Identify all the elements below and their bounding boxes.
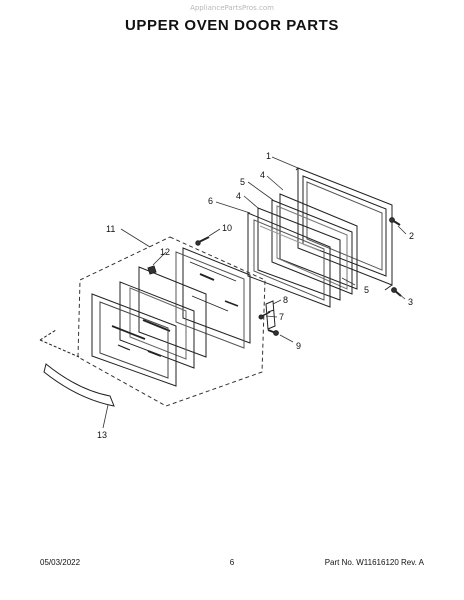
part-9-screw (267, 329, 279, 336)
page-title: UPPER OVEN DOOR PARTS (124, 17, 340, 34)
leader-lines (102, 156, 407, 429)
callout-6: 6 (208, 196, 213, 206)
callout-7: 7 (279, 312, 284, 322)
part-10-screw (195, 236, 210, 246)
part-4-inner-frame (257, 207, 341, 301)
callout-5-upper: 5 (240, 177, 245, 187)
watermark: AppliancePartsPros.com (190, 4, 274, 12)
callout-2: 2 (409, 231, 414, 241)
callout-11: 11 (106, 224, 115, 234)
callout-3: 3 (408, 297, 413, 307)
part-4-glass-upper (279, 193, 358, 290)
outer-door-panel (91, 293, 177, 387)
part-7-screw (258, 311, 271, 320)
middle-glass-panels (119, 266, 207, 369)
callout-labels: 1 2 3 4 4 5 5 6 7 8 9 10 11 12 13 (97, 151, 414, 440)
callout-13: 13 (97, 430, 107, 440)
callout-10: 10 (222, 223, 232, 233)
callout-12: 12 (160, 247, 170, 257)
footer-date: 05/03/2022 (40, 558, 81, 567)
callout-8: 8 (283, 295, 288, 305)
inner-door-liner (175, 247, 251, 349)
part-1-outer-frame (295, 167, 393, 291)
callout-1: 1 (266, 151, 271, 161)
footer-part-number: Part No. W11616120 Rev. A (324, 558, 424, 567)
footer-page-number: 6 (229, 558, 235, 567)
callout-9: 9 (296, 341, 301, 351)
part-13-door-handle (39, 329, 115, 407)
part-12-clip (147, 265, 157, 275)
part-2-screw (389, 217, 401, 226)
callout-5-lower: 5 (364, 285, 369, 295)
callout-4-lower: 4 (236, 191, 241, 201)
part-8-hinge-bracket (265, 300, 276, 330)
part-6-inner-glass (247, 212, 331, 308)
part-11-door-assembly-outline (77, 236, 266, 407)
callout-4-upper: 4 (260, 170, 265, 180)
part-5-glass (271, 199, 353, 295)
